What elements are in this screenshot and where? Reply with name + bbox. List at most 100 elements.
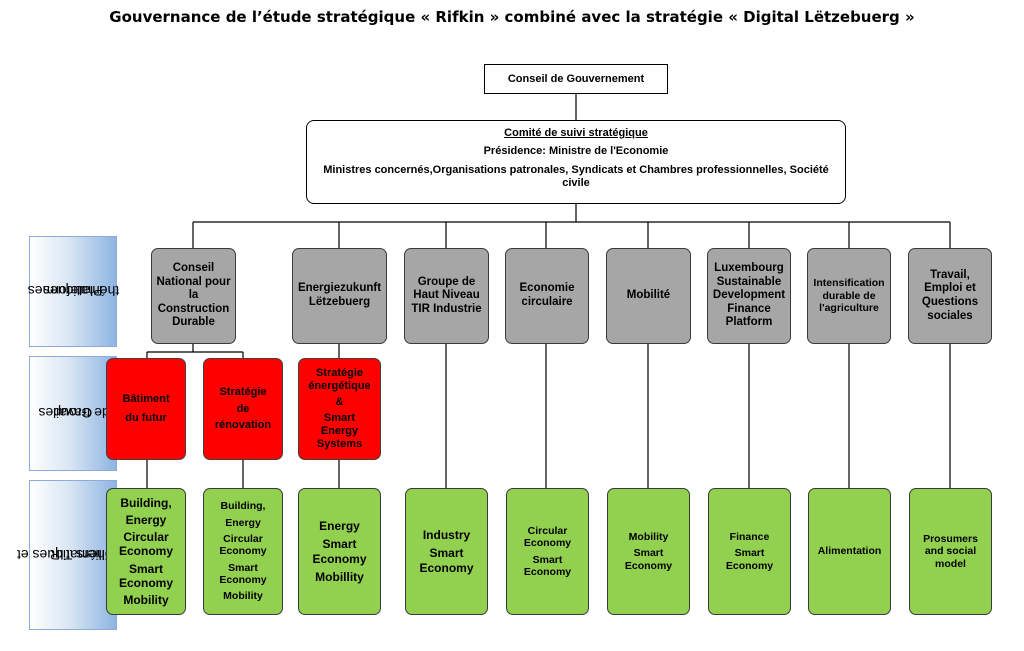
platform-mobilite: Mobilité: [606, 248, 691, 344]
diagram-title: Gouvernance de l’étude stratégique « Rif…: [109, 8, 915, 26]
comite-members-cont: civile: [562, 176, 590, 189]
group-strategie-energetique: Stratégie énergétique & Smart Energy Sys…: [298, 358, 381, 460]
pillar-line: Circular: [223, 532, 263, 545]
platform-line: Emploi et: [924, 282, 976, 295]
row-label-line: de travail: [52, 405, 110, 422]
group-line: &: [335, 396, 344, 409]
pillar-line: Smart: [734, 547, 765, 560]
pillar-energy: Energy Smart Economy Mobillity: [298, 488, 381, 615]
platform-cncd: Conseil National pour la Construction Du…: [151, 248, 236, 344]
platform-line: l'agriculture: [819, 302, 879, 315]
platform-agriculture: Intensification durable de l'agriculture: [807, 248, 891, 344]
pillar-line: Smart: [633, 547, 664, 560]
group-line: Systems: [316, 437, 363, 450]
platform-line: Finance: [727, 302, 771, 315]
group-line: de: [236, 402, 250, 415]
pillar-line: Mobility: [628, 530, 669, 543]
pillar-alimentation: Alimentation: [808, 488, 891, 615]
comite-members: Ministres concernés,Organisations patron…: [323, 163, 829, 176]
platform-line: Energiezukunft: [297, 282, 382, 295]
group-line: rénovation: [214, 419, 272, 432]
platform-finance: Luxembourg Sustainable Development Finan…: [707, 248, 791, 344]
pillar-line: Economy: [523, 565, 572, 578]
pillar-line: Finance: [729, 530, 770, 543]
group-line: Stratégie: [315, 367, 364, 380]
pillar-line: model: [935, 557, 966, 570]
conseil-label: Conseil de Gouvernement: [507, 72, 645, 85]
row-label-line: thématiques: [42, 283, 120, 300]
pillar-line: Energy: [225, 516, 261, 529]
pillar-line: Smart: [322, 537, 357, 552]
group-line: Bâtiment: [122, 393, 170, 406]
platform-line: Intensification: [813, 277, 885, 290]
platform-line: Economie: [519, 282, 575, 295]
group-line: Smart: [323, 412, 356, 424]
comite-title: Comité de suivi stratégique: [504, 127, 648, 139]
platform-line: durable de: [822, 289, 876, 302]
group-line: du futur: [125, 412, 167, 424]
pillar-line: Energy: [125, 513, 167, 528]
platform-line: Groupe de: [417, 275, 476, 288]
platform-economie-circulaire: Economie circulaire: [505, 248, 589, 344]
pillar-cncd-batiment: Building, Energy Circular Economy Smart …: [106, 488, 186, 615]
pillar-line: Economy: [419, 560, 474, 575]
platform-line: Development: [712, 289, 786, 302]
comite-de-suivi-box: Comité de suivi stratégique Présidence: …: [306, 120, 846, 204]
platform-line: Construction: [157, 302, 230, 315]
pillar-line: Economy: [118, 544, 173, 559]
pillar-line: Mobility: [123, 592, 169, 607]
platform-line: Sustainable: [716, 275, 782, 288]
pillar-line: Economy: [523, 537, 572, 550]
pillar-line: Economy: [725, 559, 774, 572]
pillar-line: Alimentation: [817, 545, 882, 558]
pillar-finance: Finance Smart Economy: [708, 488, 791, 615]
platform-line: circulaire: [521, 296, 573, 308]
pillar-line: Economy: [312, 551, 367, 566]
platform-line: Questions: [921, 296, 979, 308]
group-line: Energy: [320, 424, 359, 437]
platform-line: sociales: [927, 309, 973, 322]
platform-line: Luxembourg: [714, 262, 784, 275]
group-line: Stratégie: [219, 385, 267, 398]
pillar-industry: Industry Smart Economy: [405, 488, 488, 615]
platform-line: Mobilité: [626, 289, 671, 302]
platform-line: Travail,: [930, 268, 970, 281]
platform-line: Conseil: [172, 262, 215, 275]
platform-line: Lëtzebuerg: [308, 296, 371, 308]
pillar-line: Building,: [220, 500, 266, 513]
pillar-line: Smart: [128, 561, 163, 576]
group-strategie-renovation: Stratégie de rénovation: [203, 358, 283, 460]
pillar-line: Mobillity: [315, 569, 364, 584]
comite-presidence: Présidence: Ministre de l'Economie: [483, 144, 669, 157]
pillar-line: Industry: [422, 528, 471, 543]
pillar-line: Mobility: [223, 590, 263, 603]
pillar-line: Smart: [228, 561, 258, 574]
platform-tir-industrie: Groupe de Haut Niveau TIR Industrie: [404, 248, 489, 344]
pillar-line: Economy: [624, 559, 673, 572]
platform-line: TIR Industrie: [411, 302, 482, 315]
group-line: énergétique: [308, 380, 371, 393]
platform-line: Platform: [725, 316, 773, 329]
pillar-cncd-renovation: Building, Energy Circular Economy Smart …: [203, 488, 283, 615]
pillar-line: Economy: [118, 575, 173, 590]
platform-energiezukunft: Energiezukunft Lëtzebuerg: [292, 248, 387, 344]
platform-line: la: [188, 289, 199, 302]
pillar-circular: Circular Economy Smart Economy: [506, 488, 589, 615]
pillar-line: Economy: [219, 545, 267, 558]
pillar-line: Circular: [527, 524, 568, 537]
pillar-line: Prosumers: [923, 532, 978, 545]
platform-line: Durable: [172, 316, 215, 329]
pillar-line: Smart: [429, 546, 464, 561]
pillar-line: Smart: [532, 553, 563, 566]
platform-travail: Travail, Emploi et Questions sociales: [908, 248, 992, 344]
group-batiment-du-futur: Bâtiment du futur: [106, 358, 186, 460]
pillar-mobility: Mobility Smart Economy: [607, 488, 690, 615]
pillar-line: Economy: [219, 574, 267, 587]
platform-line: National pour: [156, 275, 231, 288]
pillar-prosumers: Prosumers and social model: [909, 488, 992, 615]
pillar-line: Building,: [120, 495, 172, 510]
pillar-line: Energy: [319, 519, 360, 534]
